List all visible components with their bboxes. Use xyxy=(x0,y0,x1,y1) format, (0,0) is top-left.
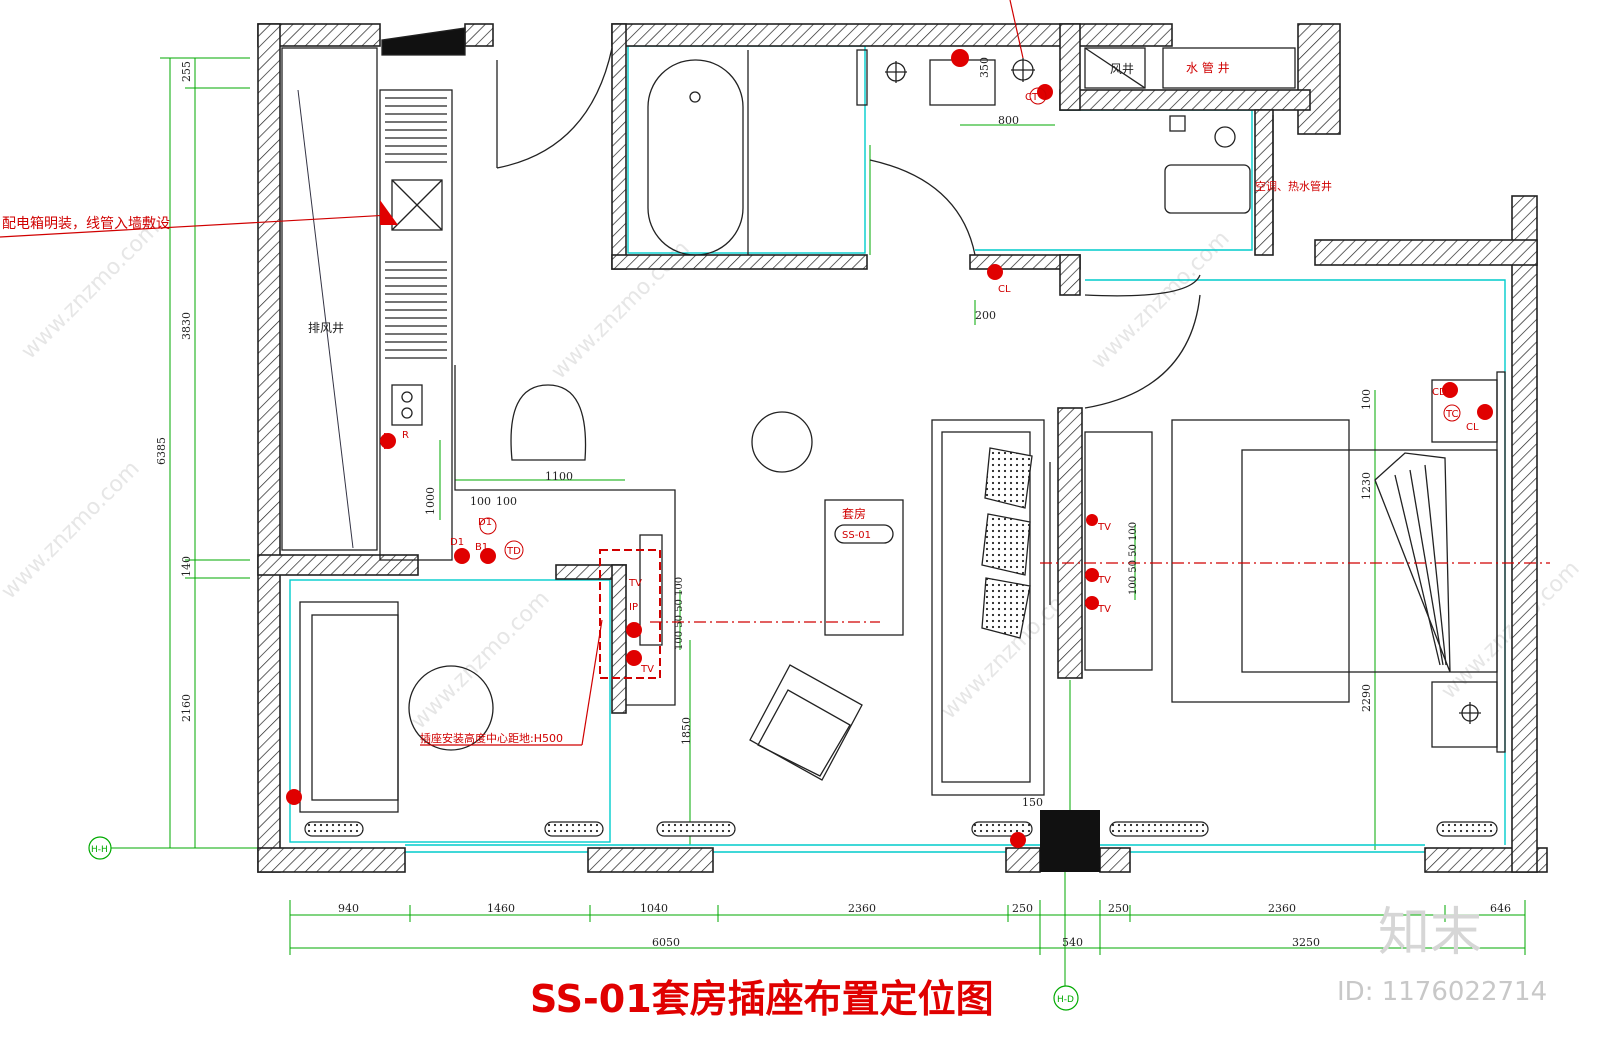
dim-inner: 1850 xyxy=(680,717,693,745)
socket-label: TC xyxy=(1445,409,1459,420)
watermark-text: www.znzmo.com xyxy=(17,216,165,364)
watermark-layer: www.znzmo.com www.znzmo.com www.znzmo.co… xyxy=(0,216,1585,734)
heaters xyxy=(304,821,1498,837)
dim-bottom-total: 540 xyxy=(1062,936,1083,949)
socket-label: CL xyxy=(1466,422,1479,433)
svg-text:H-H: H-H xyxy=(91,845,108,855)
dim-inner: 1230 xyxy=(1360,472,1373,500)
socket-label: CT xyxy=(1025,92,1039,103)
red-leaders xyxy=(0,0,1550,746)
dim-bottom-total: 6050 xyxy=(652,936,680,949)
socket-marker xyxy=(1010,832,1026,848)
socket-marker xyxy=(480,548,496,564)
furniture xyxy=(281,27,1506,813)
socket-marker xyxy=(1085,568,1099,582)
socket-label: D1 xyxy=(478,517,492,528)
socket-label: TV xyxy=(1097,604,1111,615)
dim-left: 255 xyxy=(180,61,193,82)
socket-marker xyxy=(987,264,1003,280)
socket-marker xyxy=(454,548,470,564)
room-tag-code: SS-01 xyxy=(842,530,871,541)
socket-label: TV xyxy=(1097,575,1111,586)
structural-column xyxy=(1040,810,1100,872)
room-label-water-shaft: 水 管 井 xyxy=(1186,60,1230,75)
dim-inner: 100 xyxy=(496,495,517,508)
socket-label: TV xyxy=(628,578,642,589)
dim-inner: 2290 xyxy=(1360,684,1373,712)
room-label-ac-shaft: 空调、热水管井 xyxy=(1255,179,1332,193)
socket-marker xyxy=(1085,596,1099,610)
note-height: 插座安装高度中心距地:H500 xyxy=(420,731,563,745)
watermark-text: www.znzmo.com xyxy=(0,456,145,604)
room-label-exhaust: 排风井 xyxy=(308,321,344,335)
socket-marker xyxy=(286,789,302,805)
socket-marker xyxy=(951,49,969,67)
axis-marker-bottom: H-D xyxy=(1053,985,1079,1011)
socket-marker xyxy=(1442,382,1458,398)
watermark-text: www.znzmo.com xyxy=(407,586,555,734)
dimension-lines xyxy=(90,57,1526,1000)
watermark-text: www.znzmo.com xyxy=(1087,226,1235,374)
dim-inner: 800 xyxy=(998,114,1019,127)
socket-marker xyxy=(626,622,642,638)
panel-marker xyxy=(380,200,398,225)
dim-left: 2160 xyxy=(180,694,193,722)
dim-inner: 150 xyxy=(1022,796,1043,809)
dim-left: 3830 xyxy=(180,312,193,340)
drawing-title: SS-01套房插座布置定位图 xyxy=(530,977,994,1021)
dim-inner: 100 xyxy=(470,495,491,508)
dim-inner: 100 50 50 100 xyxy=(1128,522,1139,595)
socket-label: B1 xyxy=(475,542,488,553)
dim-bottom: 2360 xyxy=(848,902,876,915)
room-label-air-shaft: 风井 xyxy=(1110,62,1134,76)
dim-bottom: 2360 xyxy=(1268,902,1296,915)
dim-inner: 1000 xyxy=(424,487,437,515)
dim-inner: 350 xyxy=(978,57,991,78)
sockets xyxy=(286,49,1493,848)
socket-label: TD xyxy=(506,546,521,557)
socket-label: CD xyxy=(1432,387,1447,398)
socket-label: R xyxy=(402,430,409,441)
dim-inner: 1100 xyxy=(545,470,573,483)
socket-label: TV xyxy=(640,664,654,675)
dim-bottom: 1460 xyxy=(487,902,515,915)
socket-label: CL xyxy=(998,284,1011,295)
dim-inner: 200 xyxy=(975,309,996,322)
socket-marker xyxy=(1086,514,1098,526)
dim-left: 140 xyxy=(180,556,193,577)
dim-bottom: 646 xyxy=(1490,902,1511,915)
brand-logo: 知末 xyxy=(1378,903,1482,963)
dim-bottom: 1040 xyxy=(640,902,668,915)
socket-marker xyxy=(380,433,396,449)
dim-inner: 100 50 50 100 xyxy=(674,577,685,650)
socket-labels: R D1 D1 B1 TD TV IP TV TV TV CL CT CD TC… xyxy=(402,92,1479,675)
socket-rings xyxy=(479,87,1461,560)
image-id: ID: 1176022714 xyxy=(1337,977,1547,1007)
dim-inner: 100 xyxy=(1360,389,1373,410)
room-tag-label: 套房 xyxy=(842,506,866,521)
socket-marker xyxy=(626,650,642,666)
axis-marker-left: H-H xyxy=(88,836,112,860)
dim-bottom: 250 xyxy=(1108,902,1129,915)
dimension-text: 255 3830 140 2160 6385 940 1460 1040 236… xyxy=(155,57,1511,949)
dim-left-total: 6385 xyxy=(155,437,168,465)
note-panel: 配电箱明装，线管入墙敷设 xyxy=(2,216,170,232)
dim-bottom: 250 xyxy=(1012,902,1033,915)
dim-bottom-total: 3250 xyxy=(1292,936,1320,949)
socket-label: TV xyxy=(1097,522,1111,533)
socket-label: D1 xyxy=(450,537,464,548)
svg-text:H-D: H-D xyxy=(1057,995,1074,1005)
dim-bottom: 940 xyxy=(338,902,359,915)
socket-label: IP xyxy=(629,602,638,613)
socket-marker xyxy=(1477,404,1493,420)
